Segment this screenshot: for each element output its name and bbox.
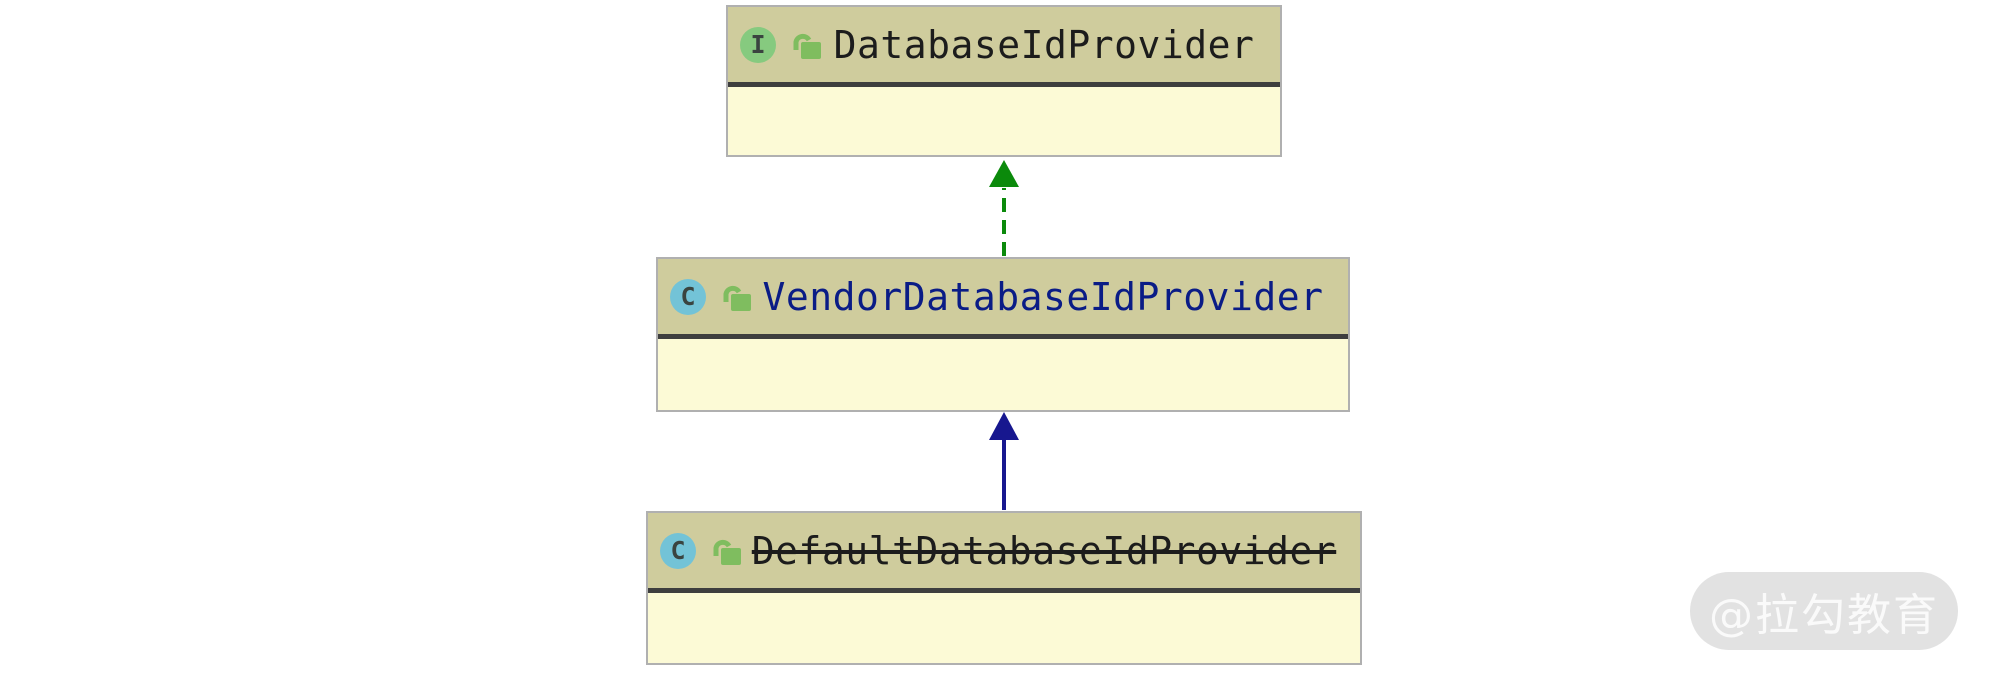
- node-header: I DatabaseIdProvider: [728, 7, 1280, 87]
- unlocked-padlock-icon: [708, 533, 744, 569]
- badge-letter: I: [750, 30, 766, 59]
- interface-badge-icon: I: [740, 26, 776, 63]
- class-node-vendor-database-id-provider[interactable]: C VendorDatabaseIdProvider: [656, 257, 1350, 412]
- badge-letter: C: [680, 282, 696, 311]
- unlocked-padlock-icon: [718, 279, 754, 315]
- node-title: DatabaseIdProvider: [833, 22, 1255, 67]
- node-members-section: [728, 87, 1280, 155]
- class-badge-icon: C: [670, 278, 706, 315]
- extends-arrow: [989, 412, 1019, 510]
- node-header: C DefaultDatabaseIdProvider: [648, 513, 1360, 593]
- node-members-section: [658, 339, 1348, 410]
- node-header: C VendorDatabaseIdProvider: [658, 259, 1348, 339]
- watermark-text: @拉勾教育: [1709, 590, 1939, 641]
- class-node-database-id-provider[interactable]: I DatabaseIdProvider: [726, 5, 1282, 157]
- class-badge-icon: C: [660, 532, 696, 569]
- watermark-badge: @拉勾教育: [1690, 572, 1958, 650]
- node-title: VendorDatabaseIdProvider: [762, 274, 1324, 319]
- badge-letter: C: [670, 536, 686, 565]
- node-members-section: [648, 593, 1360, 663]
- implements-arrow: [989, 160, 1019, 256]
- node-title: DefaultDatabaseIdProvider: [751, 528, 1337, 573]
- unlocked-padlock-icon: [788, 27, 824, 63]
- class-node-default-database-id-provider[interactable]: C DefaultDatabaseIdProvider: [646, 511, 1362, 665]
